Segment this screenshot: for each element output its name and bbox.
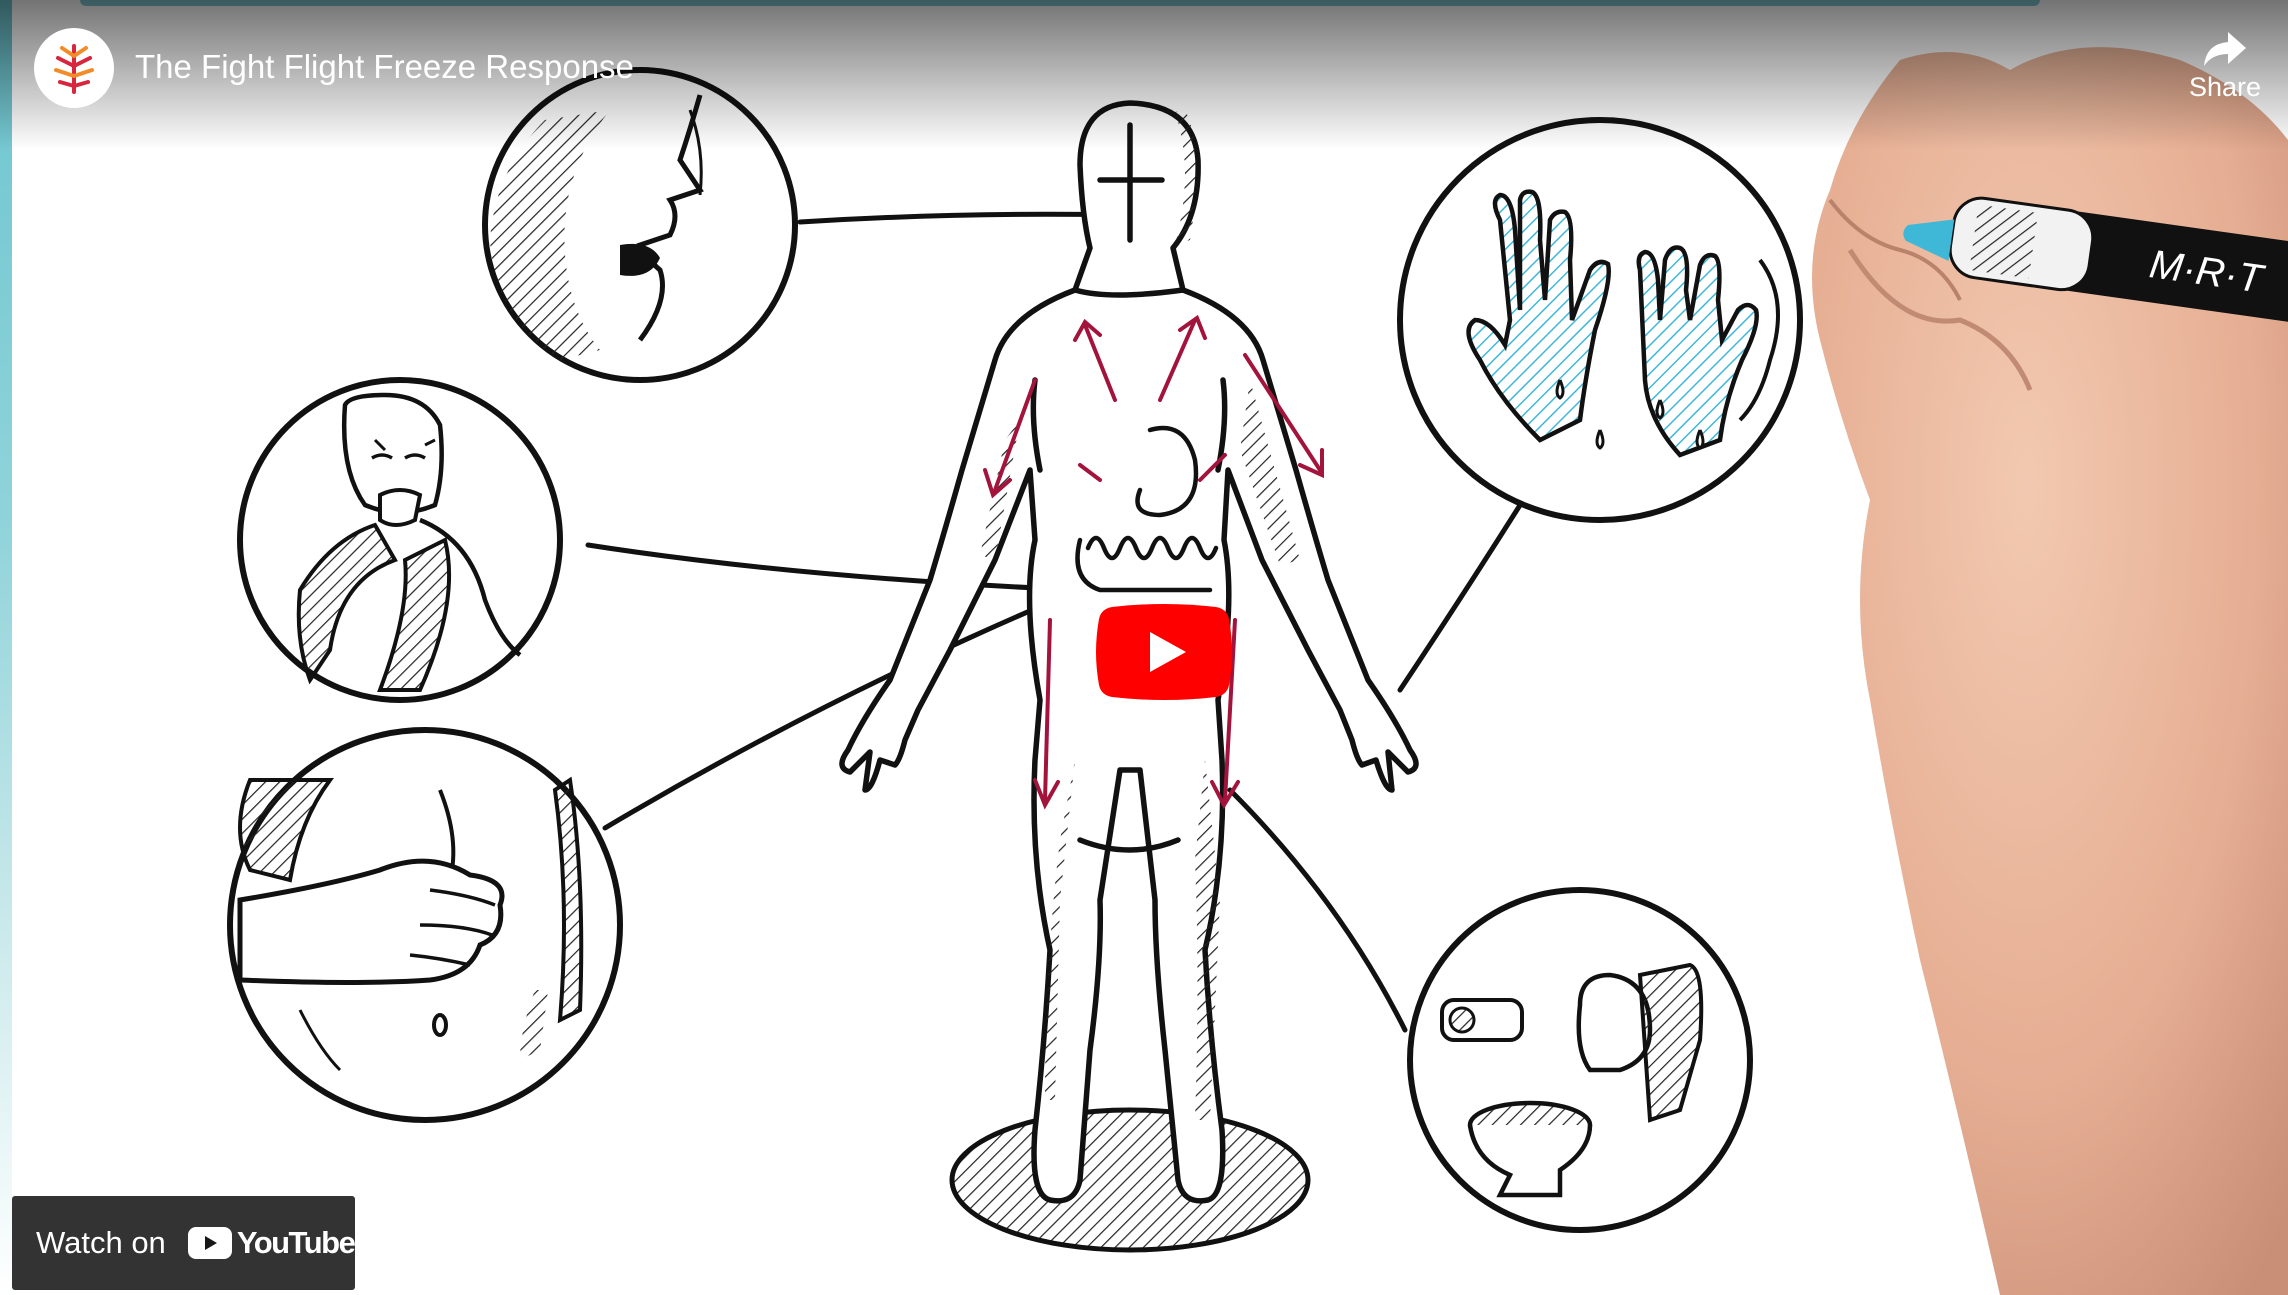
inset-toilet — [1410, 890, 1750, 1230]
share-button[interactable]: Share — [2180, 30, 2270, 103]
video-title[interactable]: The Fight Flight Freeze Response — [135, 48, 634, 86]
drawing-hand: M·R·T — [1812, 47, 2288, 1295]
inset-nausea — [240, 380, 560, 700]
page-edge-left — [0, 0, 12, 1295]
youtube-logo: YouTube — [188, 1225, 355, 1261]
tree-logo-icon — [34, 28, 114, 108]
play-button[interactable] — [1096, 604, 1232, 700]
watch-on-label: Watch on — [36, 1225, 166, 1261]
youtube-wordmark: YouTube — [237, 1225, 355, 1261]
channel-avatar[interactable] — [34, 28, 114, 108]
play-icon — [1096, 604, 1232, 700]
ground-shadow — [952, 1110, 1308, 1250]
watch-on-youtube-button[interactable]: Watch on YouTube — [12, 1196, 355, 1290]
inset-sweaty-hands — [1400, 120, 1800, 520]
share-label: Share — [2180, 72, 2270, 103]
youtube-logo-icon — [188, 1227, 232, 1259]
inset-stomach — [230, 730, 620, 1120]
share-arrow-icon — [2202, 30, 2248, 68]
